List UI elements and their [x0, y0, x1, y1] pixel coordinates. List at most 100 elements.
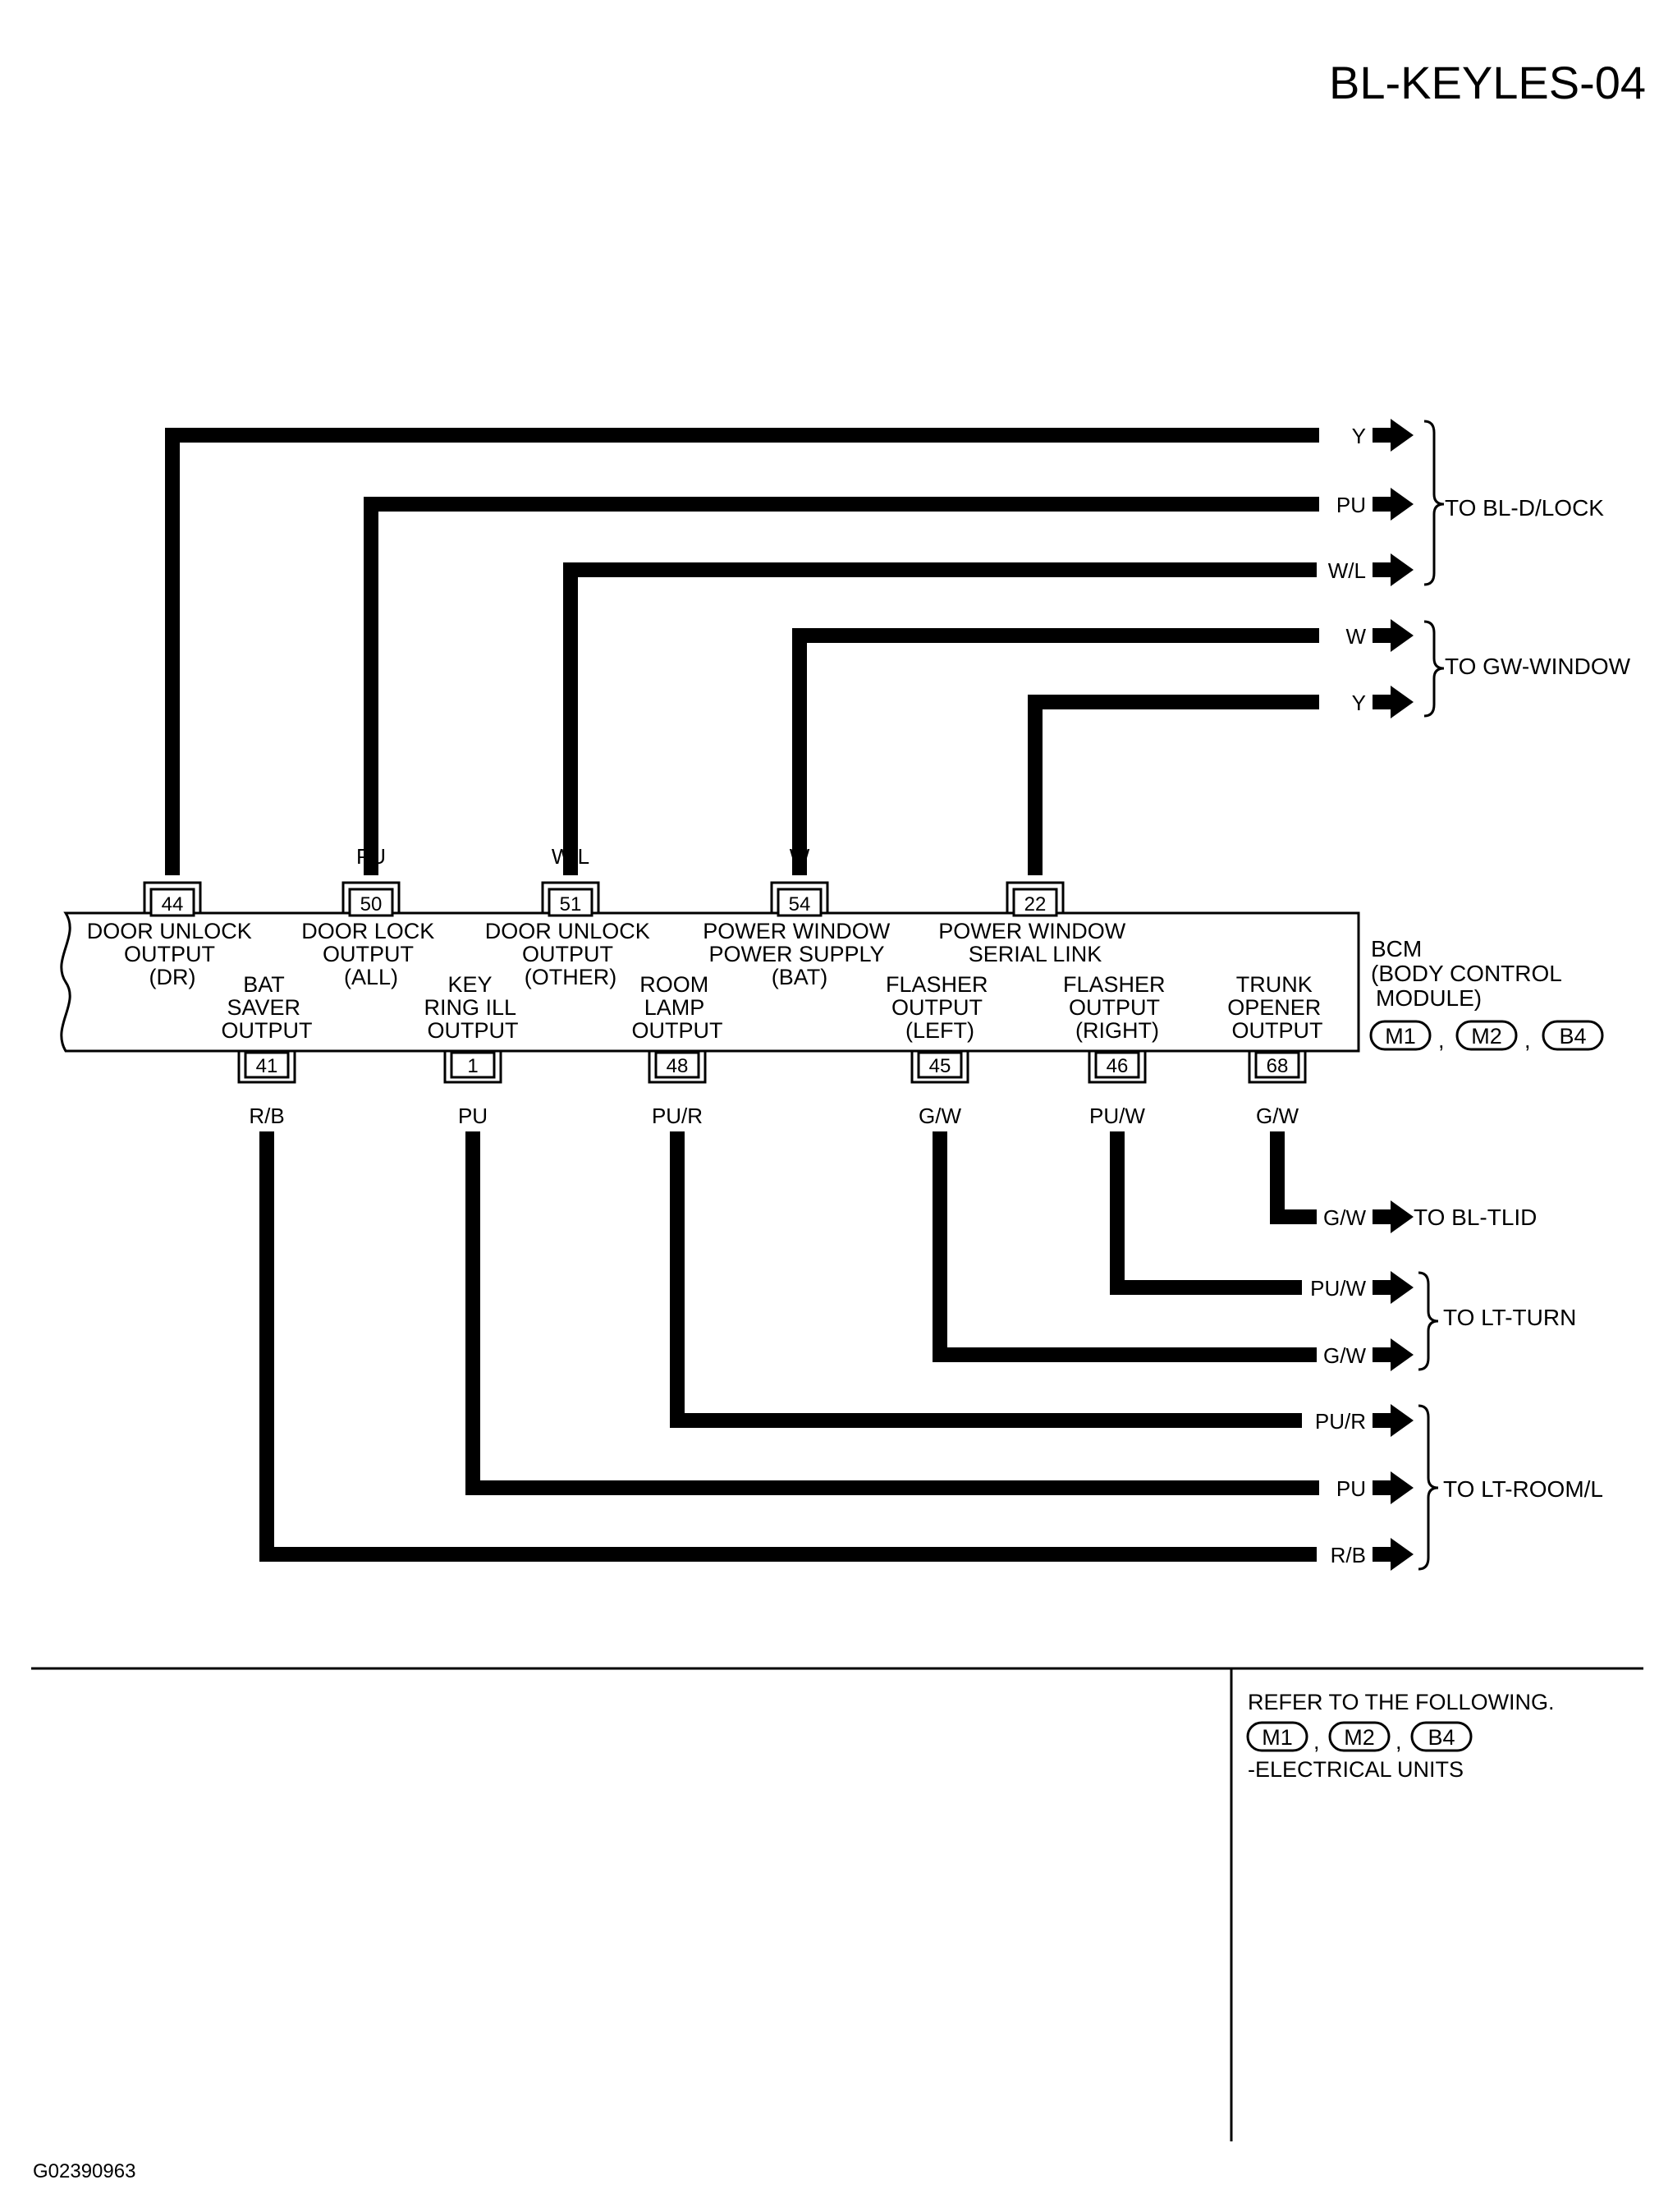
- connector-bracket: [648, 1051, 707, 1084]
- wire-color-label: PU/W: [1089, 1104, 1145, 1128]
- terminal-label: ROOM LAMP OUTPUT: [632, 972, 723, 1043]
- destination-label: TO BL-D/LOCK: [1445, 495, 1604, 521]
- pin-number: 51: [560, 893, 582, 916]
- output-color-label: PU/W: [1310, 1276, 1366, 1301]
- pin-box: [1012, 888, 1058, 917]
- pin-number: 54: [789, 893, 811, 916]
- wire-color-label: R/B: [249, 1104, 284, 1128]
- pin-box: [654, 1051, 700, 1079]
- terminal-label: DOOR UNLOCK OUTPUT (DR): [87, 919, 259, 989]
- terminal-label-line: SERIAL LINK: [969, 942, 1102, 966]
- terminal-label-line: (DR): [149, 965, 196, 989]
- arrow-icon: [1373, 553, 1414, 586]
- terminal-label-line: (OTHER): [525, 965, 616, 989]
- output-color-label: W/L: [1328, 558, 1366, 583]
- output-color-label: Y: [1352, 691, 1366, 715]
- connector-badge-b4: [1542, 1020, 1604, 1051]
- destination-label: TO GW-WINDOW: [1445, 654, 1631, 679]
- brace-bracket: [1418, 1404, 1439, 1571]
- destination-label: TO BL-TLID: [1414, 1205, 1537, 1230]
- pin-box: [1254, 1051, 1300, 1079]
- destination-label: TO LT-TURN: [1443, 1305, 1576, 1330]
- connector-bracket: [143, 881, 202, 913]
- bcm-body: [60, 911, 1360, 1053]
- pin-box: [1094, 1051, 1140, 1079]
- bcm-label-line: MODULE): [1376, 985, 1482, 1011]
- connector-label: M1: [1385, 1024, 1416, 1049]
- bcm-label: BCM (BODY CONTROL MODULE): [1371, 936, 1568, 1011]
- label-backdrop: [1317, 1541, 1368, 1567]
- connector-bracket: [237, 1051, 296, 1084]
- wire-path: [165, 428, 1319, 875]
- wire-color-label: G/W: [919, 1104, 961, 1128]
- terminal-label-line: (BAT): [772, 965, 828, 989]
- terminal-label-line: (RIGHT): [1075, 1018, 1159, 1043]
- terminal-label-line: BAT: [243, 972, 284, 997]
- label-backdrop: [1346, 422, 1368, 448]
- label-backdrop: [1317, 557, 1368, 583]
- output-color-label: G/W: [1323, 1205, 1366, 1230]
- wire-path: [670, 1131, 1319, 1428]
- pin-box: [348, 888, 394, 917]
- label-backdrop: [1302, 1407, 1368, 1434]
- arrow-icon: [1373, 419, 1414, 452]
- label-backdrop: [1317, 1204, 1368, 1230]
- wire-color-label: Y: [165, 844, 179, 869]
- output-color-label: Y: [1352, 424, 1366, 448]
- wire-path: [933, 1131, 1319, 1362]
- connector-bracket: [1006, 881, 1065, 913]
- output-color-label: PU/R: [1315, 1409, 1366, 1434]
- label-backdrop: [1331, 1475, 1368, 1501]
- wire-group: [165, 428, 1319, 1562]
- connector-badge-m1: [1246, 1721, 1308, 1752]
- terminal-label-line: OPENER: [1227, 995, 1321, 1020]
- terminal-label-line: TRUNK: [1236, 972, 1313, 997]
- terminal-label-line: OUTPUT: [891, 995, 983, 1020]
- separator-comma: ,: [1438, 1028, 1445, 1053]
- arrow-icon: [1373, 619, 1414, 652]
- refer-text: REFER TO THE FOLLOWING.: [1248, 1690, 1555, 1714]
- destination-braces: [1418, 420, 1445, 1571]
- terminal-label-line: ROOM: [639, 972, 708, 997]
- connector-label: M2: [1344, 1725, 1375, 1750]
- terminal-label-line: RING ILL: [424, 995, 516, 1020]
- connector-label: M1: [1262, 1725, 1293, 1750]
- connector-bracket: [910, 1051, 969, 1084]
- connector-badge-m1: [1369, 1020, 1432, 1051]
- terminal-label-line: LAMP: [644, 995, 704, 1020]
- connector-bracket: [443, 1051, 502, 1084]
- terminal-label-line: OUTPUT: [428, 1018, 519, 1043]
- output-color-label: R/B: [1331, 1543, 1366, 1567]
- page-title: BL-KEYLES-04: [1329, 57, 1646, 108]
- connector-label: B4: [1559, 1024, 1586, 1049]
- terminal-label-line: SAVER: [227, 995, 300, 1020]
- pin-box: [244, 1051, 290, 1079]
- connector-badge-b4: [1410, 1721, 1473, 1752]
- bcm-label-line: BCM: [1371, 936, 1422, 961]
- wire-color-label: PU: [356, 844, 386, 869]
- terminal-label-line: DOOR LOCK: [301, 919, 434, 943]
- destination-label: TO LT-ROOM/L: [1443, 1476, 1603, 1502]
- terminal-label: KEY RING ILL OUTPUT: [424, 972, 521, 1043]
- bottom-terminals: BAT SAVER OUTPUT 41 R/B KEY RING ILL OUT…: [222, 972, 1323, 1128]
- terminal-label-line: OUTPUT: [323, 942, 414, 966]
- wire-color-label: W: [790, 844, 810, 869]
- bcm-label-line: (BODY CONTROL: [1371, 961, 1561, 986]
- destination-labels: TO BL-D/LOCK TO GW-WINDOW TO BL-TLID TO …: [1414, 495, 1631, 1502]
- terminal-label-line: OUTPUT: [1232, 1018, 1323, 1043]
- pin-number: 41: [256, 1055, 278, 1077]
- output-color-label: PU: [1336, 493, 1366, 517]
- connector-bracket: [341, 881, 401, 913]
- figure-id: G02390963: [33, 2160, 135, 2182]
- pin-number: 50: [360, 893, 383, 916]
- connector-bracket: [1088, 1051, 1147, 1084]
- pin-box: [149, 888, 195, 917]
- wire-path: [1028, 695, 1319, 875]
- terminal-label-line: OUTPUT: [222, 1018, 313, 1043]
- wire-path: [563, 562, 1319, 875]
- connector-badge-m2: [1328, 1721, 1391, 1752]
- terminal-label-line: DOOR UNLOCK: [485, 919, 650, 943]
- terminal-label-line: OUTPUT: [124, 942, 215, 966]
